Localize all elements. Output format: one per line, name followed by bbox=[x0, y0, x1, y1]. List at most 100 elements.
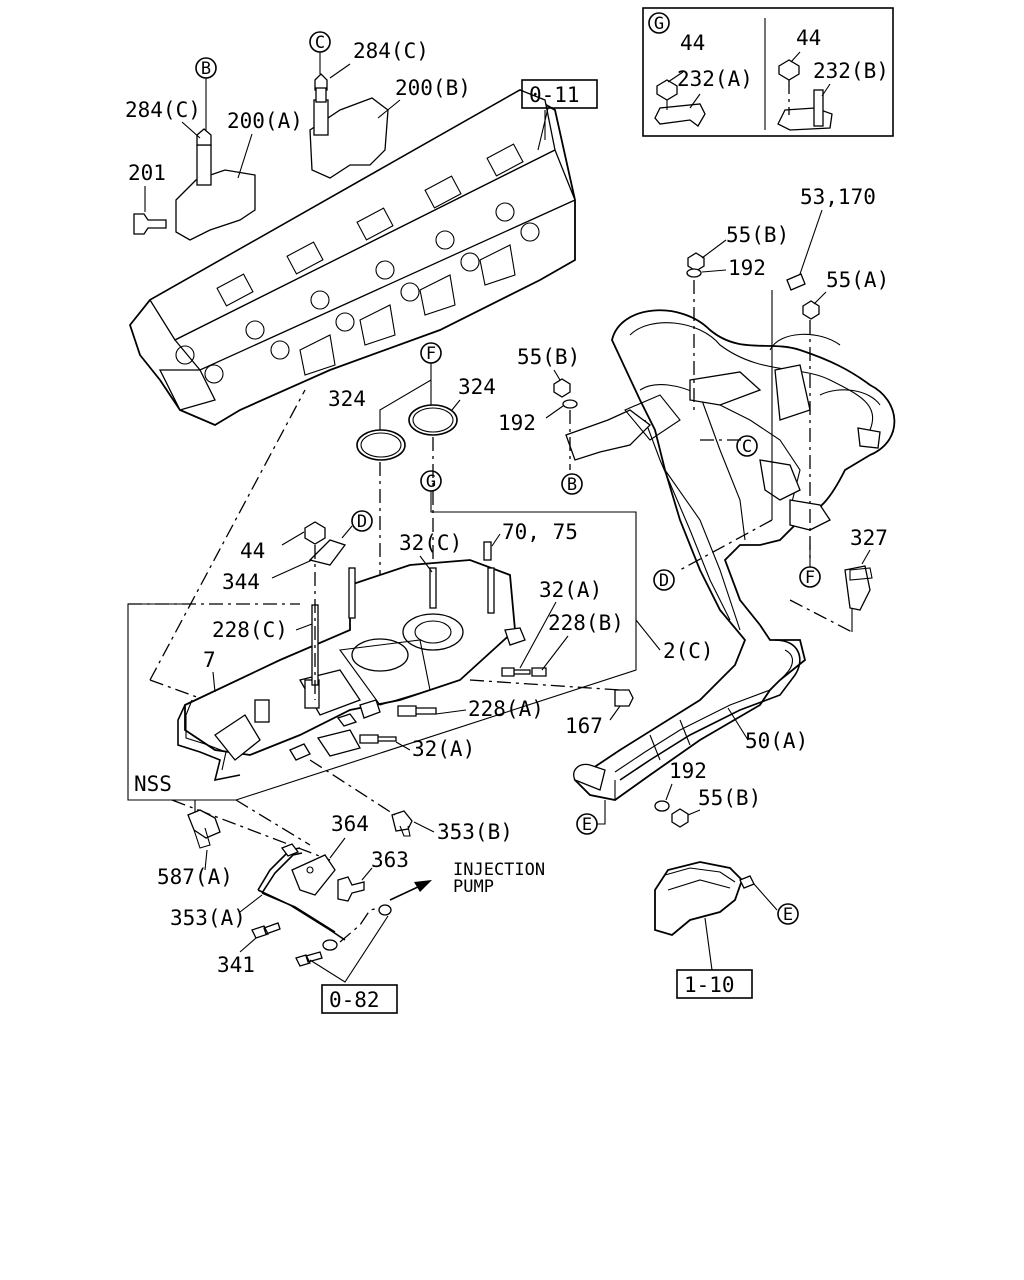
label-ref-1-10: 1-10 bbox=[684, 973, 735, 997]
ref-box-1-10 bbox=[676, 969, 753, 999]
label-ref-0-82: 0-82 bbox=[329, 988, 380, 1012]
clamp-364 bbox=[291, 854, 336, 896]
callout-b-top: B bbox=[201, 59, 211, 79]
bracket-344 bbox=[308, 539, 347, 566]
label-284c-left: 284(C) bbox=[125, 98, 201, 122]
label-232a: 232(A) bbox=[677, 67, 753, 91]
bolt-363 bbox=[337, 876, 365, 902]
label-167: 167 bbox=[565, 714, 603, 738]
cylinder-head: 0-11 bbox=[128, 79, 598, 427]
label-50a: 50(A) bbox=[745, 729, 808, 753]
callout-b-mid: B bbox=[567, 475, 577, 495]
callout-c-mid: C bbox=[742, 437, 752, 457]
label-2c: 2(C) bbox=[663, 639, 714, 663]
label-364: 364 bbox=[331, 812, 369, 836]
label-228a: 228(A) bbox=[468, 697, 544, 721]
label-192-top: 192 bbox=[728, 256, 766, 280]
label-201: 201 bbox=[128, 161, 166, 185]
callout-d: D bbox=[357, 512, 367, 532]
label-324-b: 324 bbox=[458, 375, 496, 399]
washer-192-low bbox=[654, 800, 670, 812]
inset-callout-g: G bbox=[654, 14, 664, 34]
label-55a: 55(A) bbox=[826, 268, 889, 292]
label-192-low: 192 bbox=[669, 759, 707, 783]
label-32a-low: 32(A) bbox=[412, 737, 475, 761]
label-363: 363 bbox=[371, 848, 409, 872]
arrow-injection-pump bbox=[414, 880, 432, 892]
label-7: 7 bbox=[203, 648, 216, 672]
label-587a: 587(A) bbox=[157, 865, 233, 889]
label-44-inset-b: 44 bbox=[796, 26, 821, 50]
nut-55b-mid bbox=[553, 378, 571, 398]
callout-f-low: F bbox=[805, 568, 815, 588]
bolt-201 bbox=[133, 213, 167, 235]
label-353b: 353(B) bbox=[437, 820, 513, 844]
bracket-200a: B 284(C) 200(A) 201 bbox=[125, 57, 303, 241]
label-32a-top: 32(A) bbox=[539, 578, 602, 602]
washer-192-mid bbox=[562, 399, 578, 409]
exhaust-manifold: 50(A) C B D F 327 55(B) 192 53,170 bbox=[498, 185, 896, 835]
callout-f: F bbox=[426, 344, 436, 364]
fuel-line-group: 587(A) 353(B) 364 363 353(A) 341 0-82 IN… bbox=[157, 759, 545, 1014]
sensor-327 bbox=[844, 565, 871, 611]
label-ref-0-11: 0-11 bbox=[529, 83, 580, 107]
callout-g: G bbox=[426, 472, 436, 492]
label-228c: 228(C) bbox=[212, 618, 288, 642]
bracket-232b bbox=[777, 107, 833, 131]
bracket-200b: C 284(C) 200(B) bbox=[309, 31, 471, 179]
label-192-mid: 192 bbox=[498, 411, 536, 435]
label-53-170: 53,170 bbox=[800, 185, 876, 209]
ref-box-0-82 bbox=[321, 984, 398, 1014]
heat-shield-bracket bbox=[565, 409, 651, 461]
label-200a: 200(A) bbox=[227, 109, 303, 133]
label-353a: 353(A) bbox=[170, 906, 246, 930]
stud-228b bbox=[531, 667, 547, 677]
intake-body: G 7 bbox=[127, 389, 714, 801]
stud-228a bbox=[397, 705, 437, 717]
label-55b-low: 55(B) bbox=[698, 786, 761, 810]
stud-232b bbox=[813, 89, 824, 127]
bushing-284c-left bbox=[196, 128, 212, 146]
label-228b: 228(B) bbox=[548, 611, 624, 635]
bolt-341 bbox=[251, 922, 281, 939]
nut-44-a bbox=[656, 79, 678, 101]
label-200b: 200(B) bbox=[395, 76, 471, 100]
bolt-32a-lower bbox=[359, 734, 397, 744]
bolt-53-170 bbox=[786, 273, 806, 291]
callout-d-low: D bbox=[659, 571, 669, 591]
bolt-32a-upper bbox=[501, 667, 531, 677]
label-284c-top: 284(C) bbox=[353, 39, 429, 63]
bracket-232a bbox=[654, 103, 706, 127]
label-327: 327 bbox=[850, 526, 888, 550]
label-232b: 232(B) bbox=[813, 59, 889, 83]
stud-70-75 bbox=[483, 541, 492, 561]
bushing-284c-top bbox=[314, 73, 328, 91]
label-44: 44 bbox=[240, 539, 265, 563]
nut-55b-top bbox=[687, 252, 705, 272]
nut-44 bbox=[304, 521, 326, 545]
callout-c-top: C bbox=[315, 33, 325, 53]
nss-boundary bbox=[127, 491, 637, 801]
fitting-assembly-1-10: E 1-10 bbox=[654, 861, 799, 999]
label-32c: 32(C) bbox=[399, 531, 462, 555]
label-injection: INJECTION bbox=[453, 860, 545, 880]
label-55b-mid: 55(B) bbox=[517, 345, 580, 369]
label-pump: PUMP bbox=[453, 877, 494, 897]
label-70-75: 70, 75 bbox=[502, 520, 578, 544]
label-44-inset-a: 44 bbox=[680, 31, 705, 55]
ref-box-0-11 bbox=[521, 79, 598, 109]
nut-55a bbox=[802, 300, 820, 320]
callout-e-right: E bbox=[783, 905, 793, 925]
label-nss: NSS bbox=[134, 772, 172, 796]
nut-44-b bbox=[778, 59, 800, 81]
nut-55b-low bbox=[671, 808, 689, 828]
label-344: 344 bbox=[222, 570, 260, 594]
o-rings-324: F 324 324 bbox=[328, 342, 496, 640]
washer-192-top bbox=[686, 268, 702, 278]
callout-e-low: E bbox=[582, 815, 592, 835]
label-324-a: 324 bbox=[328, 387, 366, 411]
label-55b-top: 55(B) bbox=[726, 223, 789, 247]
plug-167 bbox=[614, 689, 634, 707]
